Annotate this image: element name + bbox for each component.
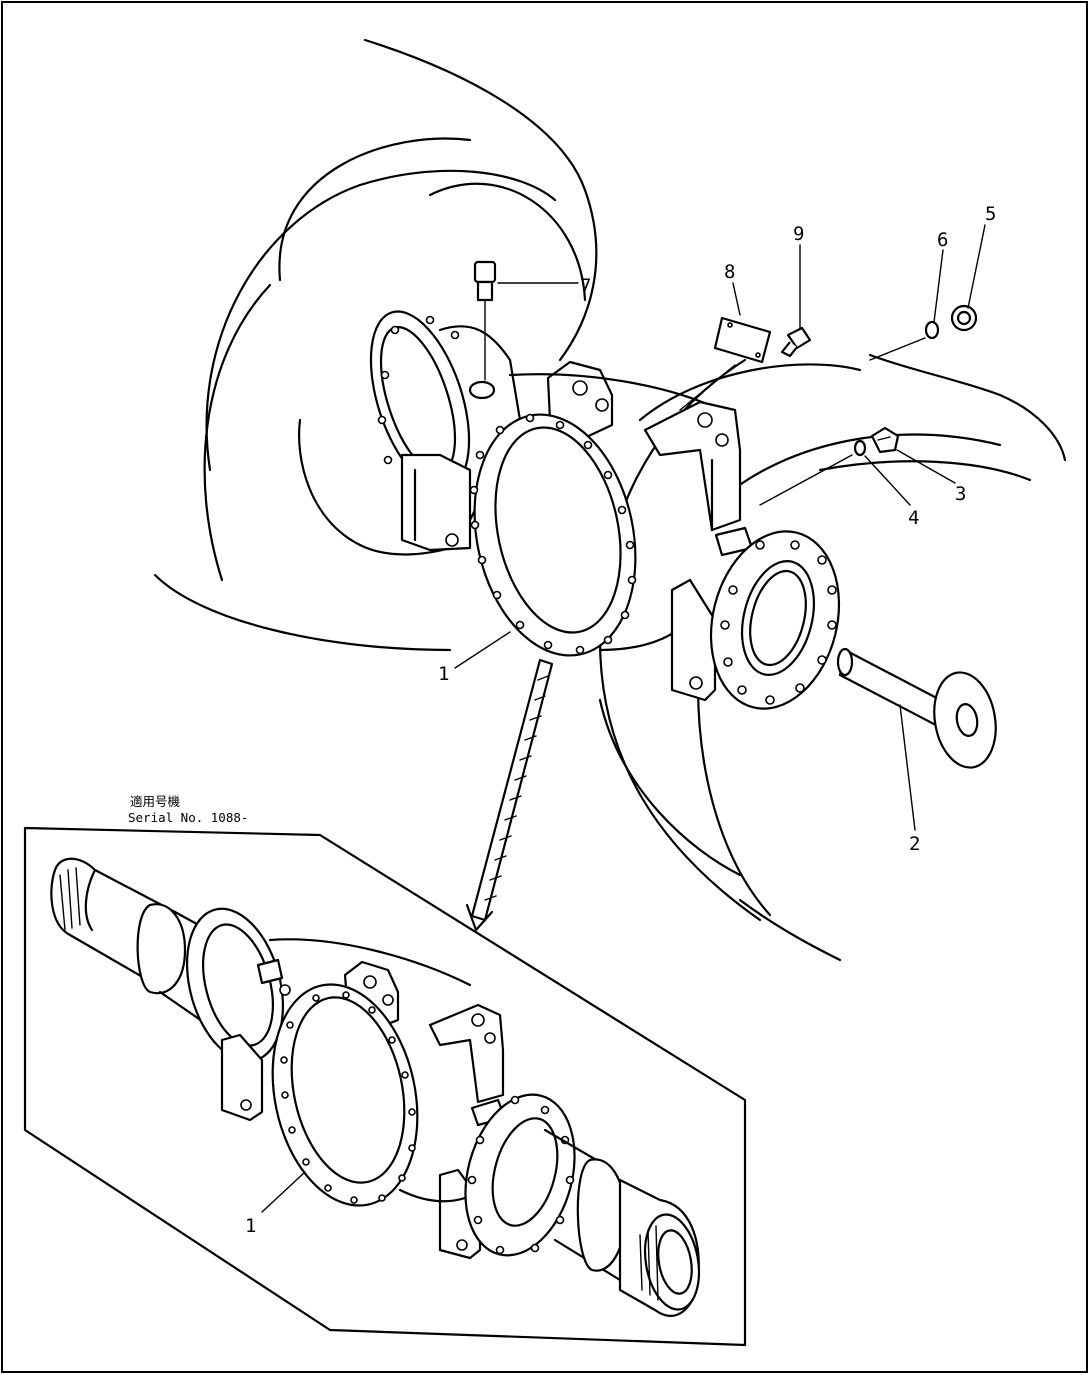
left-hub-holes [377, 315, 460, 465]
callout-8: 8 [724, 261, 735, 283]
left-tire [153, 38, 598, 652]
callout-3: 3 [955, 483, 966, 505]
leader-8 [732, 282, 741, 316]
pin-2 [836, 647, 997, 769]
callout-5: 5 [985, 203, 996, 225]
inset-panel [23, 826, 747, 1347]
leader-6-line [869, 337, 926, 361]
callout-4: 4 [908, 507, 919, 529]
o-ring-6 [924, 320, 940, 340]
leader-4 [864, 455, 911, 506]
lower-axle-right-shaft [543, 1128, 701, 1317]
center-flange-holes [469, 413, 637, 655]
bolt-9 [780, 326, 812, 358]
plug-3 [870, 426, 900, 454]
leader-6 [933, 249, 944, 323]
callout-1-lower: 1 [245, 1215, 256, 1237]
lower-axle-body [220, 938, 507, 1260]
callout-7: 7 [580, 275, 591, 297]
plug-5 [950, 304, 978, 332]
reference-arrow [465, 658, 554, 932]
right-hub-holes [720, 540, 837, 705]
callout-6: 6 [937, 229, 948, 251]
upper-axle-housing [369, 310, 841, 710]
leader-5 [967, 224, 986, 309]
lower-flange-holes [280, 991, 416, 1204]
grease-fitting-7 [468, 260, 497, 400]
o-ring-4 [853, 439, 867, 457]
leader-3 [896, 449, 956, 484]
callout-9: 9 [793, 223, 804, 245]
serial-note-jp: 適用号機 [130, 794, 181, 809]
leader-2 [899, 704, 916, 831]
leader-1-upper [454, 631, 511, 669]
leader-4-line [759, 454, 853, 506]
plate-8 [679, 316, 772, 411]
callout-2: 2 [909, 833, 920, 855]
serial-note: Serial No. 1088- [128, 810, 248, 825]
lower-axle-right-hub [464, 1093, 576, 1257]
leader-1-lower [261, 1171, 306, 1213]
callout-1-upper: 1 [438, 663, 449, 685]
